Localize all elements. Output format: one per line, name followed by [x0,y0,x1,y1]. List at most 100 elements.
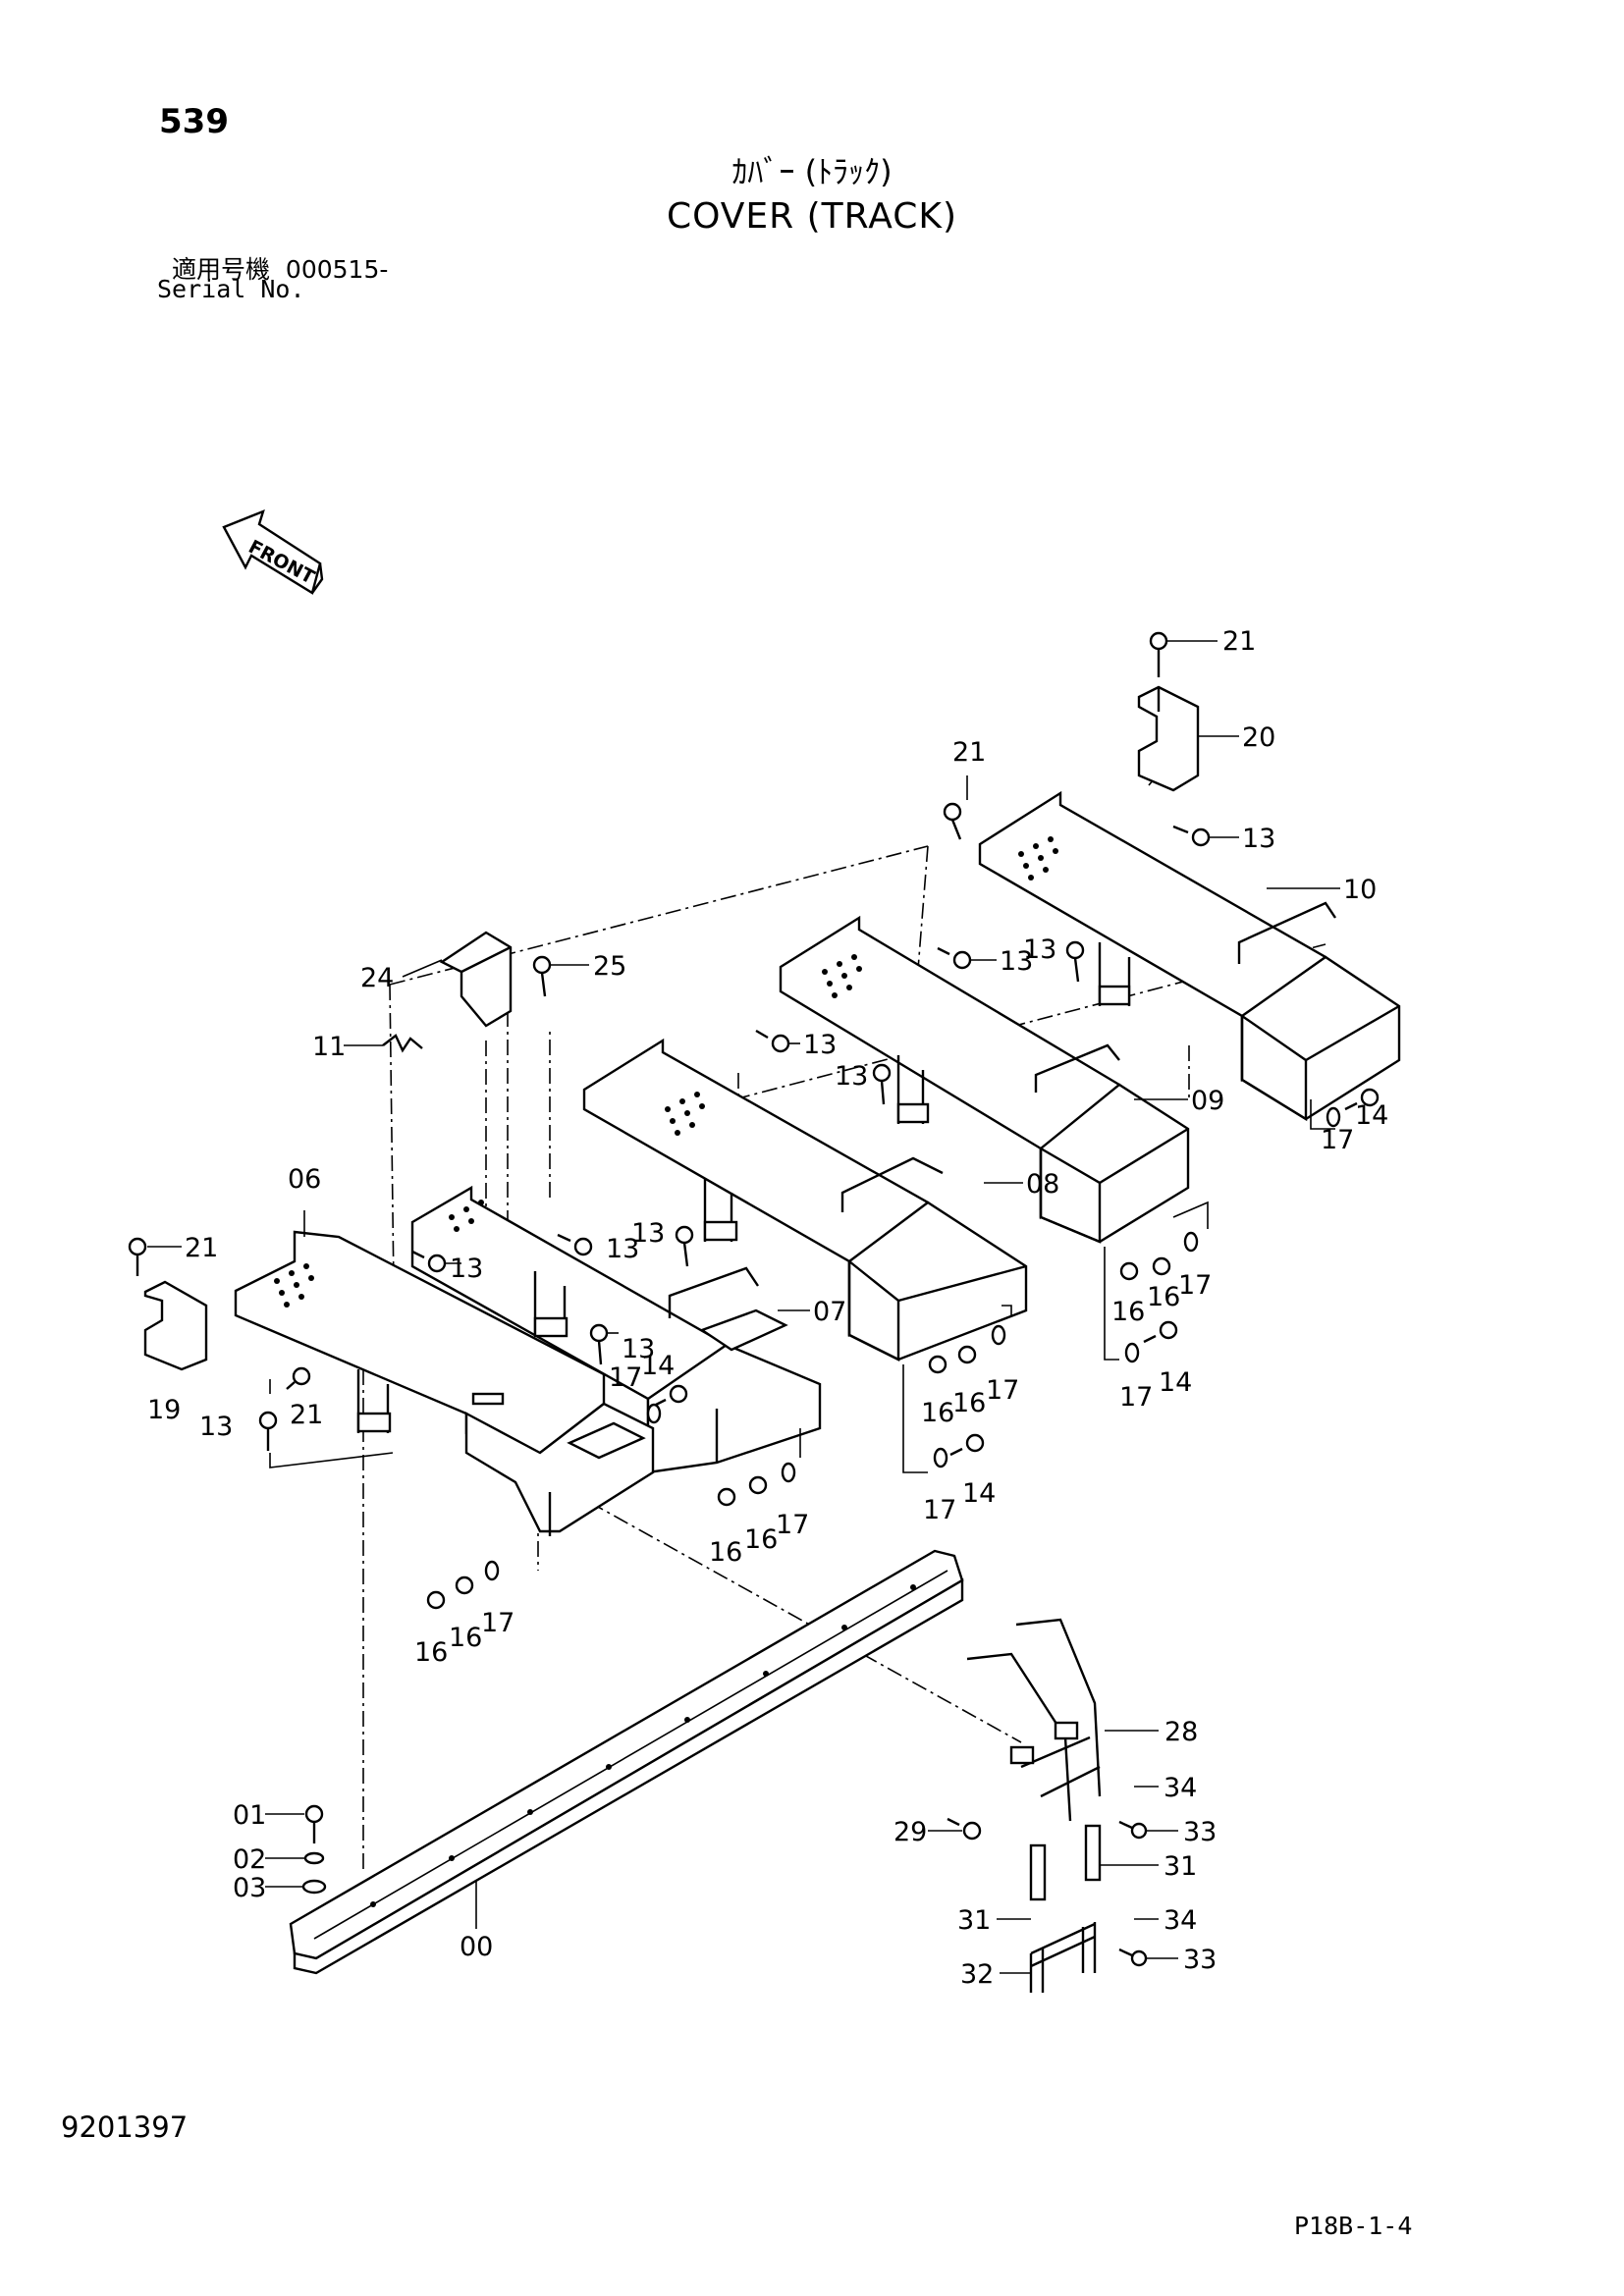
cover-part-07 [410,1185,822,1475]
callout-21: 21 [1222,626,1256,657]
callout-14: 14 [1159,1367,1192,1398]
nut-icon [957,1345,977,1364]
cover-part-08 [582,1038,1028,1362]
washer-icon [484,1560,500,1581]
cover-part-06 [234,1230,655,1536]
bolt-icon [943,802,962,840]
callout-34: 34 [1164,1905,1197,1936]
bolt-icon [1118,1948,1148,1967]
callout-33: 33 [1183,1945,1217,1975]
nut-icon [717,1487,736,1507]
washer-icon [781,1462,796,1483]
page-number: 539 [159,102,229,141]
front-arrow-icon: FRONT [222,508,324,595]
callout-29: 29 [893,1817,927,1847]
bolt-icon [755,1029,790,1053]
page-title: COVER (TRACK) [666,196,958,237]
callout-16: 16 [414,1637,448,1668]
bolt-icon [947,1817,982,1841]
washer-icon [991,1324,1006,1346]
clip-part-11 [382,1034,423,1053]
callout-06: 06 [288,1164,321,1195]
callout-16: 16 [1147,1282,1180,1312]
step-parts-31-32 [1029,1824,1102,1993]
callout-17: 17 [986,1375,1019,1406]
track-rail-part-00 [289,1549,964,1975]
document-number: 9201397 [61,2110,189,2144]
callout-16: 16 [449,1623,482,1653]
serial-value: 000515- [285,255,389,284]
bolt-icon [286,1366,311,1390]
callout-17: 17 [776,1510,809,1540]
nut-icon [928,1355,947,1374]
callout-13: 13 [631,1218,665,1249]
nut-icon [455,1575,474,1595]
bracket-part-20 [1137,685,1200,792]
bolt-icon [1065,940,1085,983]
callout-13: 13 [450,1254,483,1284]
bolt-icon [589,1323,609,1365]
callout-21: 21 [290,1400,323,1430]
callout-09: 09 [1191,1086,1224,1116]
callout-16: 16 [952,1388,986,1418]
callout-00: 00 [460,1932,493,1962]
washer-icon [301,1879,327,1895]
bolt-icon [258,1411,278,1451]
callout-labels: 21 20 21 13 10 24 25 13 13 11 13 13 09 1… [147,626,1388,1990]
callout-13: 13 [606,1234,639,1264]
callout-16: 16 [709,1537,742,1568]
bolt-icon [304,1804,324,1843]
washer-icon [646,1403,662,1424]
callout-11: 11 [312,1032,346,1062]
ladder-part-28 [966,1618,1102,1822]
bolt-icon [532,955,552,997]
bracket-part-24 [439,931,513,1028]
callout-08: 08 [1026,1169,1059,1200]
callout-17: 17 [1178,1270,1212,1301]
callout-33: 33 [1183,1817,1217,1847]
callout-21: 21 [185,1233,218,1263]
callout-16: 16 [744,1524,778,1555]
callout-17: 17 [1321,1125,1354,1155]
sheet-reference: P18B-1-4 [1294,2212,1413,2240]
bolt-icon [872,1063,892,1105]
serial-label-jp: 適用号機 [172,255,271,284]
callout-25: 25 [593,951,626,982]
bolt-icon [675,1225,694,1267]
callout-14: 14 [641,1351,675,1381]
callout-31: 31 [957,1905,991,1936]
nut-icon [1152,1256,1171,1276]
bolt-icon [1143,1320,1178,1344]
washer-icon [1124,1342,1140,1363]
bolt-icon [1149,631,1168,677]
bolt-icon [557,1233,593,1256]
bolt-icon [1344,1088,1380,1111]
bolt-icon [949,1433,985,1457]
callout-13: 13 [803,1030,837,1060]
callout-17: 17 [1119,1382,1153,1413]
callout-16: 16 [921,1398,954,1428]
callout-21: 21 [952,737,986,768]
callout-13: 13 [1023,934,1056,965]
callout-02: 02 [233,1844,266,1875]
callout-13: 13 [622,1334,655,1364]
serial-applicability: 適用号機 000515- [172,250,388,286]
title-japanese: ｶﾊﾞｰ (ﾄﾗｯｸ) [731,153,893,190]
serial-label-en: Serial No. [157,275,305,303]
washer-icon [1326,1106,1341,1128]
callout-19: 19 [147,1395,181,1425]
bolt-icon [1118,1820,1148,1840]
callout-01: 01 [233,1800,266,1831]
callout-17: 17 [481,1608,514,1638]
bolt-icon [937,946,972,970]
nut-icon [748,1475,768,1495]
washer-icon [1183,1231,1199,1253]
hardware-fasteners [128,631,1380,1967]
washer-icon [303,1851,325,1865]
perforation-pattern [1018,836,1058,881]
callout-28: 28 [1164,1717,1198,1747]
callout-34: 34 [1164,1773,1197,1803]
leader-lines [147,640,1340,1974]
nut-icon [426,1590,446,1610]
